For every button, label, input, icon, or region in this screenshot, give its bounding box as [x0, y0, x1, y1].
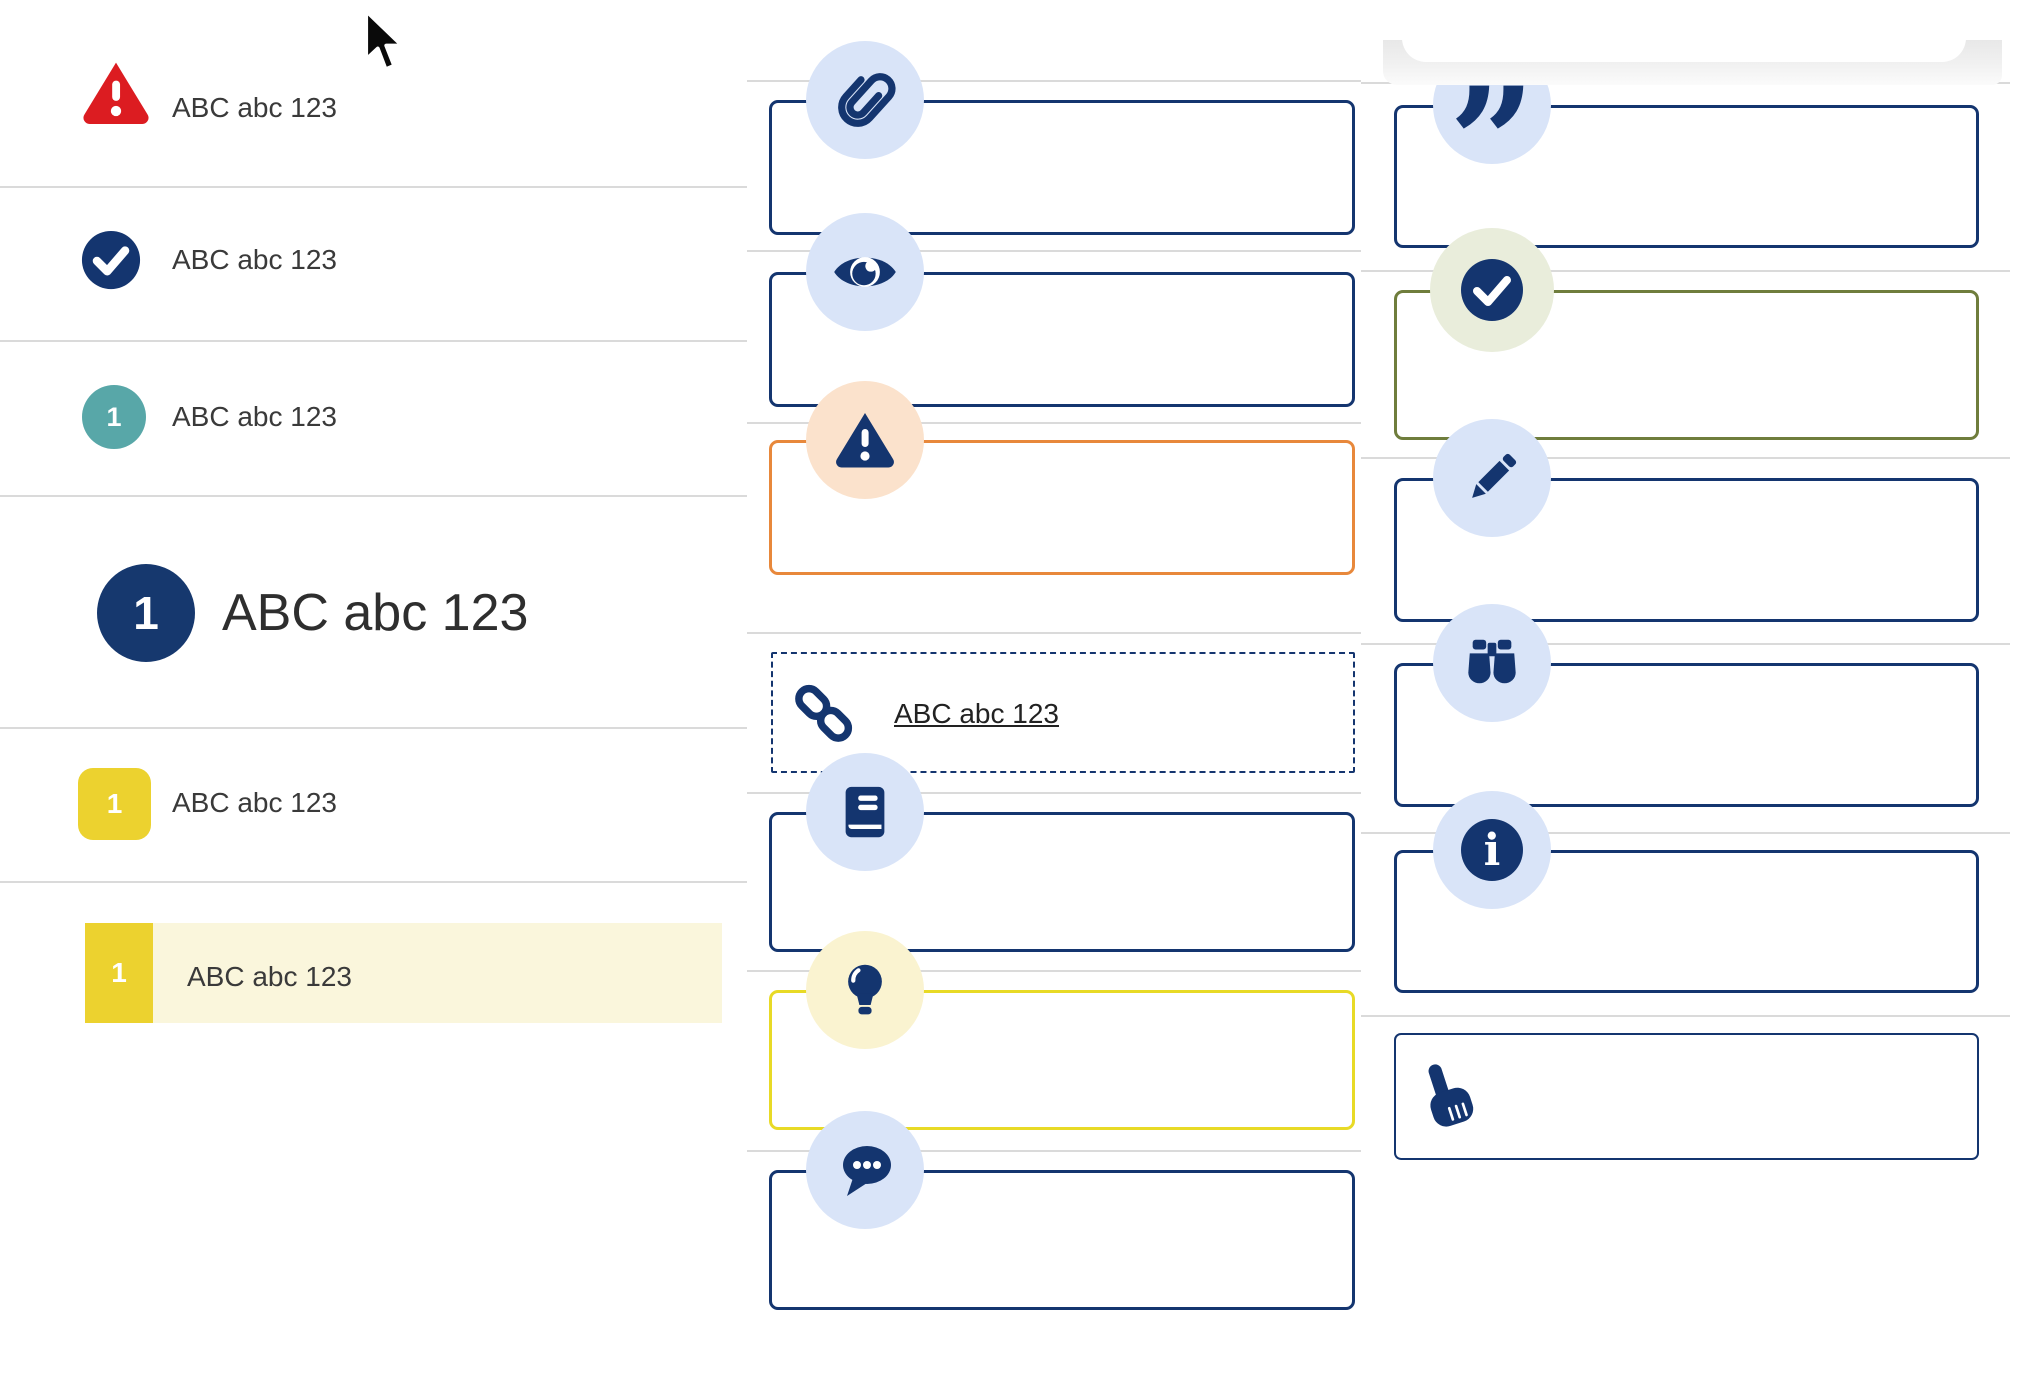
callout-separator	[747, 970, 1361, 972]
step-badge-yellow-block: 1	[85, 923, 153, 1023]
list-item-check[interactable]: ABC abc 123	[0, 188, 747, 338]
list-item-label: ABC abc 123	[172, 244, 337, 275]
callout-separator	[747, 792, 1361, 794]
list-item-step-highlighted[interactable]: 1 ABC abc 123	[85, 923, 722, 1023]
callout-separator	[1361, 270, 2010, 272]
success-check-icon	[1430, 228, 1554, 352]
list-item-step-teal[interactable]: 1 ABC abc 123	[0, 342, 747, 495]
binoculars-icon	[1433, 604, 1551, 722]
callout-attachment	[769, 100, 1355, 235]
eye-icon	[806, 213, 924, 331]
warning-triangle-icon	[80, 58, 152, 133]
link-icon	[790, 672, 858, 759]
left-list-separator	[0, 727, 747, 729]
callout-separator	[747, 80, 1361, 82]
info-icon: i	[1433, 791, 1551, 909]
callout-separator	[747, 1150, 1361, 1152]
hand-pointer-icon	[1414, 1058, 1480, 1145]
list-item-warning[interactable]: ABC abc 123	[0, 40, 747, 180]
callout-separator	[1361, 832, 2010, 834]
list-item-step-large[interactable]: 1 ABC abc 123	[0, 497, 747, 727]
scroll-edge-tab	[1402, 0, 1966, 62]
step-badge-yellow: 1	[78, 768, 151, 840]
callout-link-text[interactable]: ABC abc 123	[894, 698, 1059, 729]
check-circle-icon	[81, 230, 141, 295]
list-item-step-yellow[interactable]: 1 ABC abc 123	[0, 729, 747, 881]
callout-link[interactable]	[771, 652, 1355, 773]
warning-icon	[806, 381, 924, 499]
left-list-separator	[0, 881, 747, 883]
paperclip-icon	[806, 41, 924, 159]
left-list-separator	[0, 495, 747, 497]
left-list-separator	[0, 340, 747, 342]
list-item-label: ABC abc 123	[172, 401, 337, 432]
list-item-label: ABC abc 123	[172, 92, 337, 123]
callout-separator	[1361, 457, 2010, 459]
callout-separator	[747, 422, 1361, 424]
step-badge-teal: 1	[82, 385, 146, 449]
callout-separator	[1361, 643, 2010, 645]
book-icon	[806, 753, 924, 871]
callout-separator	[1361, 1015, 2010, 1017]
step-badge-large-navy: 1	[97, 564, 195, 662]
list-item-label: ABC abc 123	[172, 787, 337, 818]
callout-edit	[1394, 478, 1979, 622]
callout-separator	[747, 250, 1361, 252]
lightbulb-icon	[806, 931, 924, 1049]
left-list-separator	[0, 186, 747, 188]
callout-separator	[747, 632, 1361, 634]
list-item-label: ABC abc 123	[187, 961, 352, 992]
mouse-cursor-icon	[362, 8, 408, 83]
list-item-label-large: ABC abc 123	[222, 584, 529, 642]
pencil-icon	[1433, 419, 1551, 537]
chat-icon	[806, 1111, 924, 1229]
callout-action[interactable]	[1394, 1033, 1979, 1160]
